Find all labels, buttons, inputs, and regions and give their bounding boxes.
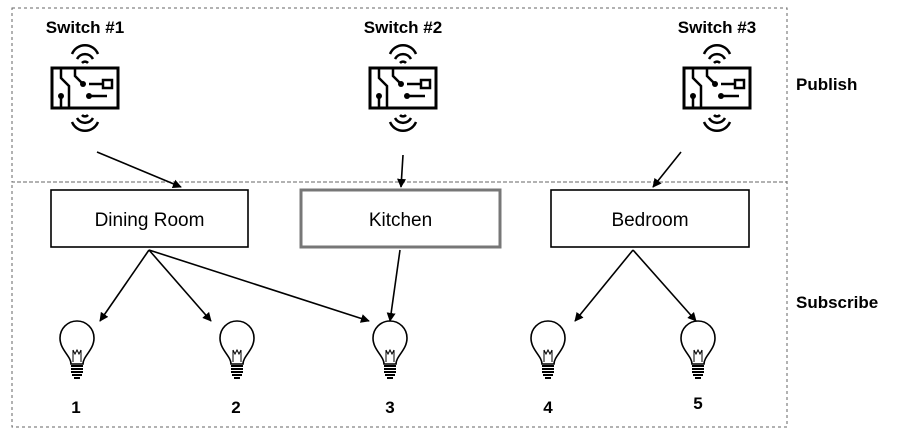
room-dining-room-label: Dining Room: [95, 210, 205, 231]
bulb-3[interactable]: 3: [372, 320, 408, 417]
lightbulb-4-icon: [530, 320, 566, 379]
bulb-2[interactable]: 2: [219, 320, 255, 417]
bulb-4[interactable]: 4: [530, 320, 566, 417]
switch-1[interactable]: Switch #1: [46, 18, 124, 133]
room-bedroom[interactable]: Bedroom: [550, 189, 750, 248]
connector-bedroom-bulb4: [574, 249, 634, 322]
connector-switch3-bedroom: [652, 151, 682, 188]
room-kitchen[interactable]: Kitchen: [299, 188, 502, 249]
switch-1-label: Switch #1: [46, 18, 124, 37]
connector-bedroom-bulb5: [632, 249, 697, 322]
connector-dining-room-bulb1: [99, 249, 150, 322]
switch-2-label: Switch #2: [364, 18, 442, 37]
room-bedroom-label: Bedroom: [611, 210, 688, 231]
bulb-5[interactable]: 5: [680, 320, 716, 413]
bulb-2-label: 2: [231, 398, 240, 417]
switch-2[interactable]: Switch #2: [364, 18, 442, 133]
room-kitchen-label: Kitchen: [369, 210, 432, 231]
connector-switch1-dining-room: [96, 151, 182, 189]
connector-dining-room-bulb2: [148, 249, 212, 322]
bulb-3-label: 3: [385, 398, 394, 417]
switch-3[interactable]: Switch #3: [678, 18, 756, 133]
switch-3-label: Switch #3: [678, 18, 756, 37]
lightbulb-2-icon: [219, 320, 255, 379]
connector-kitchen-bulb3: [386, 249, 401, 322]
switch-1-icon: [50, 43, 120, 133]
connector-dining-room-bulb3: [148, 249, 370, 323]
publish-label: Publish: [796, 75, 857, 94]
lightbulb-1-icon: [59, 320, 95, 379]
connector-switch2-kitchen: [397, 154, 406, 188]
bulb-4-label: 4: [543, 398, 553, 417]
switch-2-icon: [368, 43, 438, 133]
bulb-1-label: 1: [71, 398, 80, 417]
lightbulb-3-icon: [372, 320, 408, 379]
switch-3-icon: [682, 43, 752, 133]
bulb-1[interactable]: 1: [59, 320, 95, 417]
room-dining-room[interactable]: Dining Room: [50, 189, 249, 248]
subscribe-label: Subscribe: [796, 293, 878, 312]
lightbulb-5-icon: [680, 320, 716, 379]
bulb-5-label: 5: [693, 394, 702, 413]
